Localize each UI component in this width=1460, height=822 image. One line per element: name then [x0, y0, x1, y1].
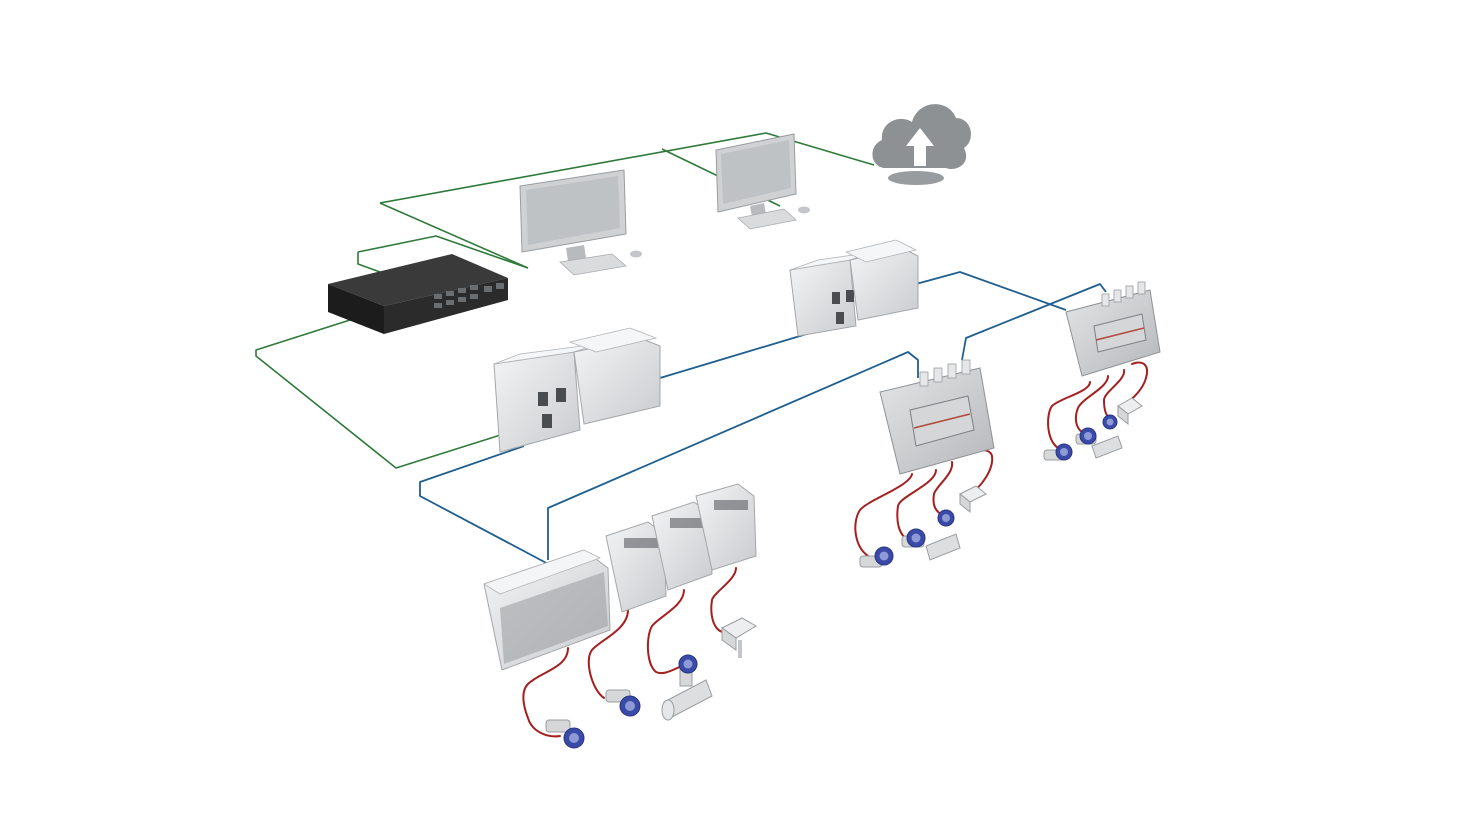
cable-glands: [919, 359, 971, 387]
monitor-stand: [566, 245, 586, 261]
din-rail-controller-icon: [493, 343, 599, 453]
pressure-transmitter-icon: [1075, 427, 1097, 445]
temperature-sensor-icon: [721, 617, 757, 658]
controller-pair-right: [789, 239, 919, 337]
fieldbus-link-controller-to-junction-right: [915, 271, 1067, 311]
flow-meter-icon: [661, 654, 713, 721]
wire-jbox-mid-2: [896, 469, 937, 541]
pressure-transmitter-icon: [545, 719, 585, 749]
io-module-icon: [568, 327, 661, 425]
network-switch-icon: [328, 254, 508, 334]
keyboard: [737, 208, 797, 230]
cloud-upload-icon: [872, 104, 971, 185]
temperature-sensor-icon: [959, 485, 987, 514]
switch-ports: [434, 283, 504, 308]
io-rack: [483, 483, 757, 671]
fieldbus-links: [419, 271, 1107, 567]
ethernet-link-top-ring: [379, 132, 875, 204]
cable-glands: [1101, 281, 1146, 307]
wire-jbox-right-4: [1125, 361, 1148, 405]
wire-io-to-transmitter-1: [522, 647, 569, 738]
mouse: [630, 250, 642, 258]
cloud-arrow: [906, 128, 934, 166]
pressure-transmitter-icon: [1043, 443, 1073, 461]
flow-meter-icon: [925, 509, 961, 561]
wire-jbox-right-1: [1047, 381, 1091, 449]
wire-jbox-mid-1: [854, 473, 913, 557]
switch-front: [384, 278, 508, 334]
pressure-transmitter-icon: [901, 528, 926, 548]
fieldbus-link-junction-mid-to-right: [961, 283, 1107, 361]
io-module-icon: [844, 239, 919, 321]
junction-box-icon: [879, 359, 995, 475]
switch-top: [328, 254, 508, 306]
wire-jbox-mid-3: [932, 461, 954, 517]
pressure-transmitter-icon: [605, 689, 641, 717]
monitor-screen: [721, 140, 791, 204]
cloud-base: [888, 171, 944, 185]
fieldbus-link-controllers: [659, 329, 821, 379]
switch-side: [328, 284, 384, 334]
wire-jbox-right-2: [1074, 375, 1109, 433]
field-instruments: [545, 397, 1143, 749]
ethernet-link-switch-to-controller: [255, 319, 511, 469]
controller-pair-left: [493, 327, 661, 453]
junction-box-icon: [1065, 281, 1161, 377]
wire-module2-to-flowmeter: [646, 589, 685, 675]
wire-module3-to-sensor: [710, 567, 737, 633]
pressure-transmitter-icon: [859, 546, 894, 568]
workstation-right: [715, 133, 810, 230]
remote-io-controller: [483, 549, 611, 671]
keyboard: [559, 253, 627, 276]
flow-meter-icon: [1091, 414, 1123, 459]
mouse: [798, 206, 810, 214]
io-module-icon: [695, 483, 757, 571]
ethernet-link-switch-to-ring: [357, 252, 381, 273]
fieldbus-link-io-rack-to-junction-mid: [547, 351, 919, 560]
workstation-left: [519, 169, 642, 276]
din-rail-controller-icon: [789, 251, 875, 337]
temperature-sensor-icon: [1117, 397, 1143, 426]
ethernet-link-switch-upper: [357, 235, 529, 269]
fieldbus-link-controller-to-io-rack: [419, 445, 553, 567]
wire-module1-to-transmitter-2: [587, 609, 629, 699]
monitor-screen: [526, 176, 620, 245]
jbox-window: [1093, 313, 1147, 353]
ethernet-link-workstation-1: [379, 202, 529, 269]
